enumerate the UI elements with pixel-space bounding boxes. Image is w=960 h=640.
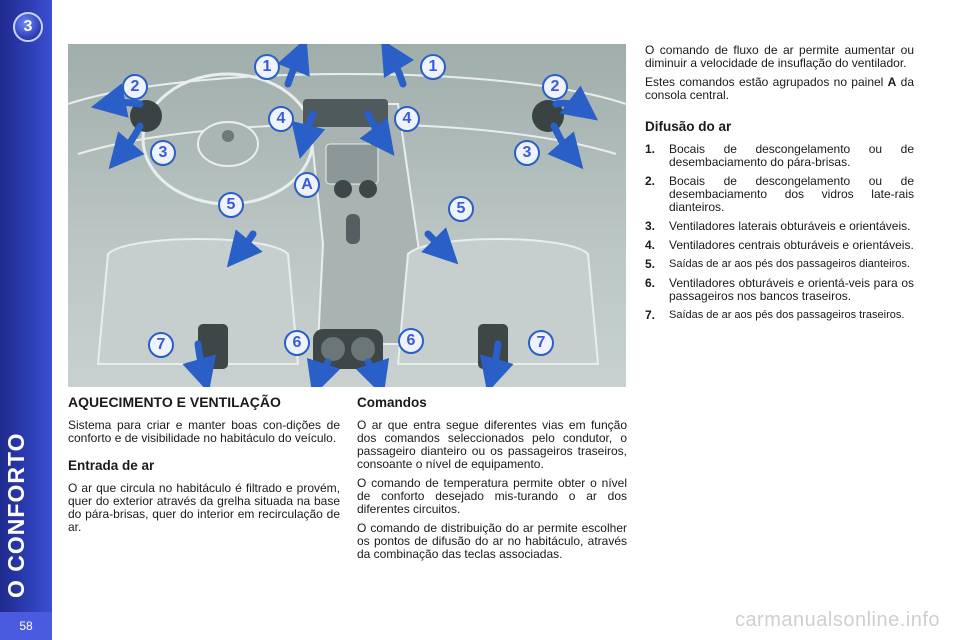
- list-item: 4. Ventiladores centrais obturáveis e or…: [645, 238, 914, 252]
- watermark: carmanualsonline.info: [734, 609, 940, 631]
- list-item: 6. Ventiladores obturáveis e orientá-vei…: [645, 276, 914, 303]
- air-intake-paragraph: O ar que circula no habitáculo é filtrad…: [68, 481, 340, 534]
- list-item: 5. Saídas de ar aos pés dos passageiros …: [645, 257, 910, 271]
- callout-label-1: 1: [254, 54, 280, 80]
- air-intake-title: Entrada de ar: [68, 458, 155, 473]
- list-item: 1. Bocais de descongelamento ou de desem…: [645, 142, 914, 169]
- airflow-control-paragraph: O comando de fluxo de ar permite aumenta…: [645, 43, 914, 70]
- controls-paragraph-1: O ar que entra segue diferentes vias em …: [357, 418, 627, 471]
- callout-label-6: 6: [284, 330, 310, 356]
- callout-label-3: 3: [514, 140, 540, 166]
- chapter-sidebar: 3 O CONFORTO 58: [0, 0, 52, 640]
- chapter-title: O CONFORTO: [3, 432, 29, 598]
- interior-drawing: [68, 44, 626, 387]
- panel-label: A: [887, 75, 897, 89]
- controls-panel-paragraph: Estes comandos estão agrupados no painel…: [645, 75, 914, 102]
- callout-label-A: A: [294, 172, 320, 198]
- callout-label-5: 5: [218, 192, 244, 218]
- page-number: 58: [0, 612, 52, 640]
- callout-label-4: 4: [394, 106, 420, 132]
- callout-label-7: 7: [148, 332, 174, 358]
- section-title: AQUECIMENTO E VENTILAÇÃO: [68, 394, 281, 410]
- callout-label-2: 2: [122, 74, 148, 100]
- callout-label-7: 7: [528, 330, 554, 356]
- diffusion-column: O comando de fluxo de ar permite aumenta…: [645, 44, 914, 328]
- controls-paragraph-2: O comando de temperatura permite obter o…: [357, 476, 627, 516]
- chapter-number-badge: 3: [13, 12, 43, 42]
- heating-intro-column: AQUECIMENTO E VENTILAÇÃO Sistema para cr…: [68, 394, 340, 540]
- callout-label-4: 4: [268, 106, 294, 132]
- controls-column: Comandos O ar que entra segue diferentes…: [357, 396, 627, 567]
- callout-label-2: 2: [542, 74, 568, 100]
- diffusion-list: 1. Bocais de descongelamento ou de desem…: [645, 143, 914, 322]
- intro-paragraph: Sistema para criar e manter boas con-diç…: [68, 418, 340, 445]
- airflow-arrows: [90, 44, 599, 387]
- list-item: 3. Ventiladores laterais obturáveis e or…: [645, 219, 911, 233]
- diffusion-title: Difusão do ar: [645, 119, 732, 134]
- controls-paragraph-3: O comando de distribuição do ar permite …: [357, 521, 627, 561]
- callout-label-5: 5: [448, 196, 474, 222]
- controls-title: Comandos: [357, 395, 427, 410]
- callout-label-1: 1: [420, 54, 446, 80]
- list-item: 7. Saídas de ar aos pés dos passageiros …: [645, 308, 905, 322]
- callout-label-6: 6: [398, 328, 424, 354]
- callout-label-3: 3: [150, 140, 176, 166]
- list-item: 2. Bocais de descongelamento ou de desem…: [645, 174, 914, 214]
